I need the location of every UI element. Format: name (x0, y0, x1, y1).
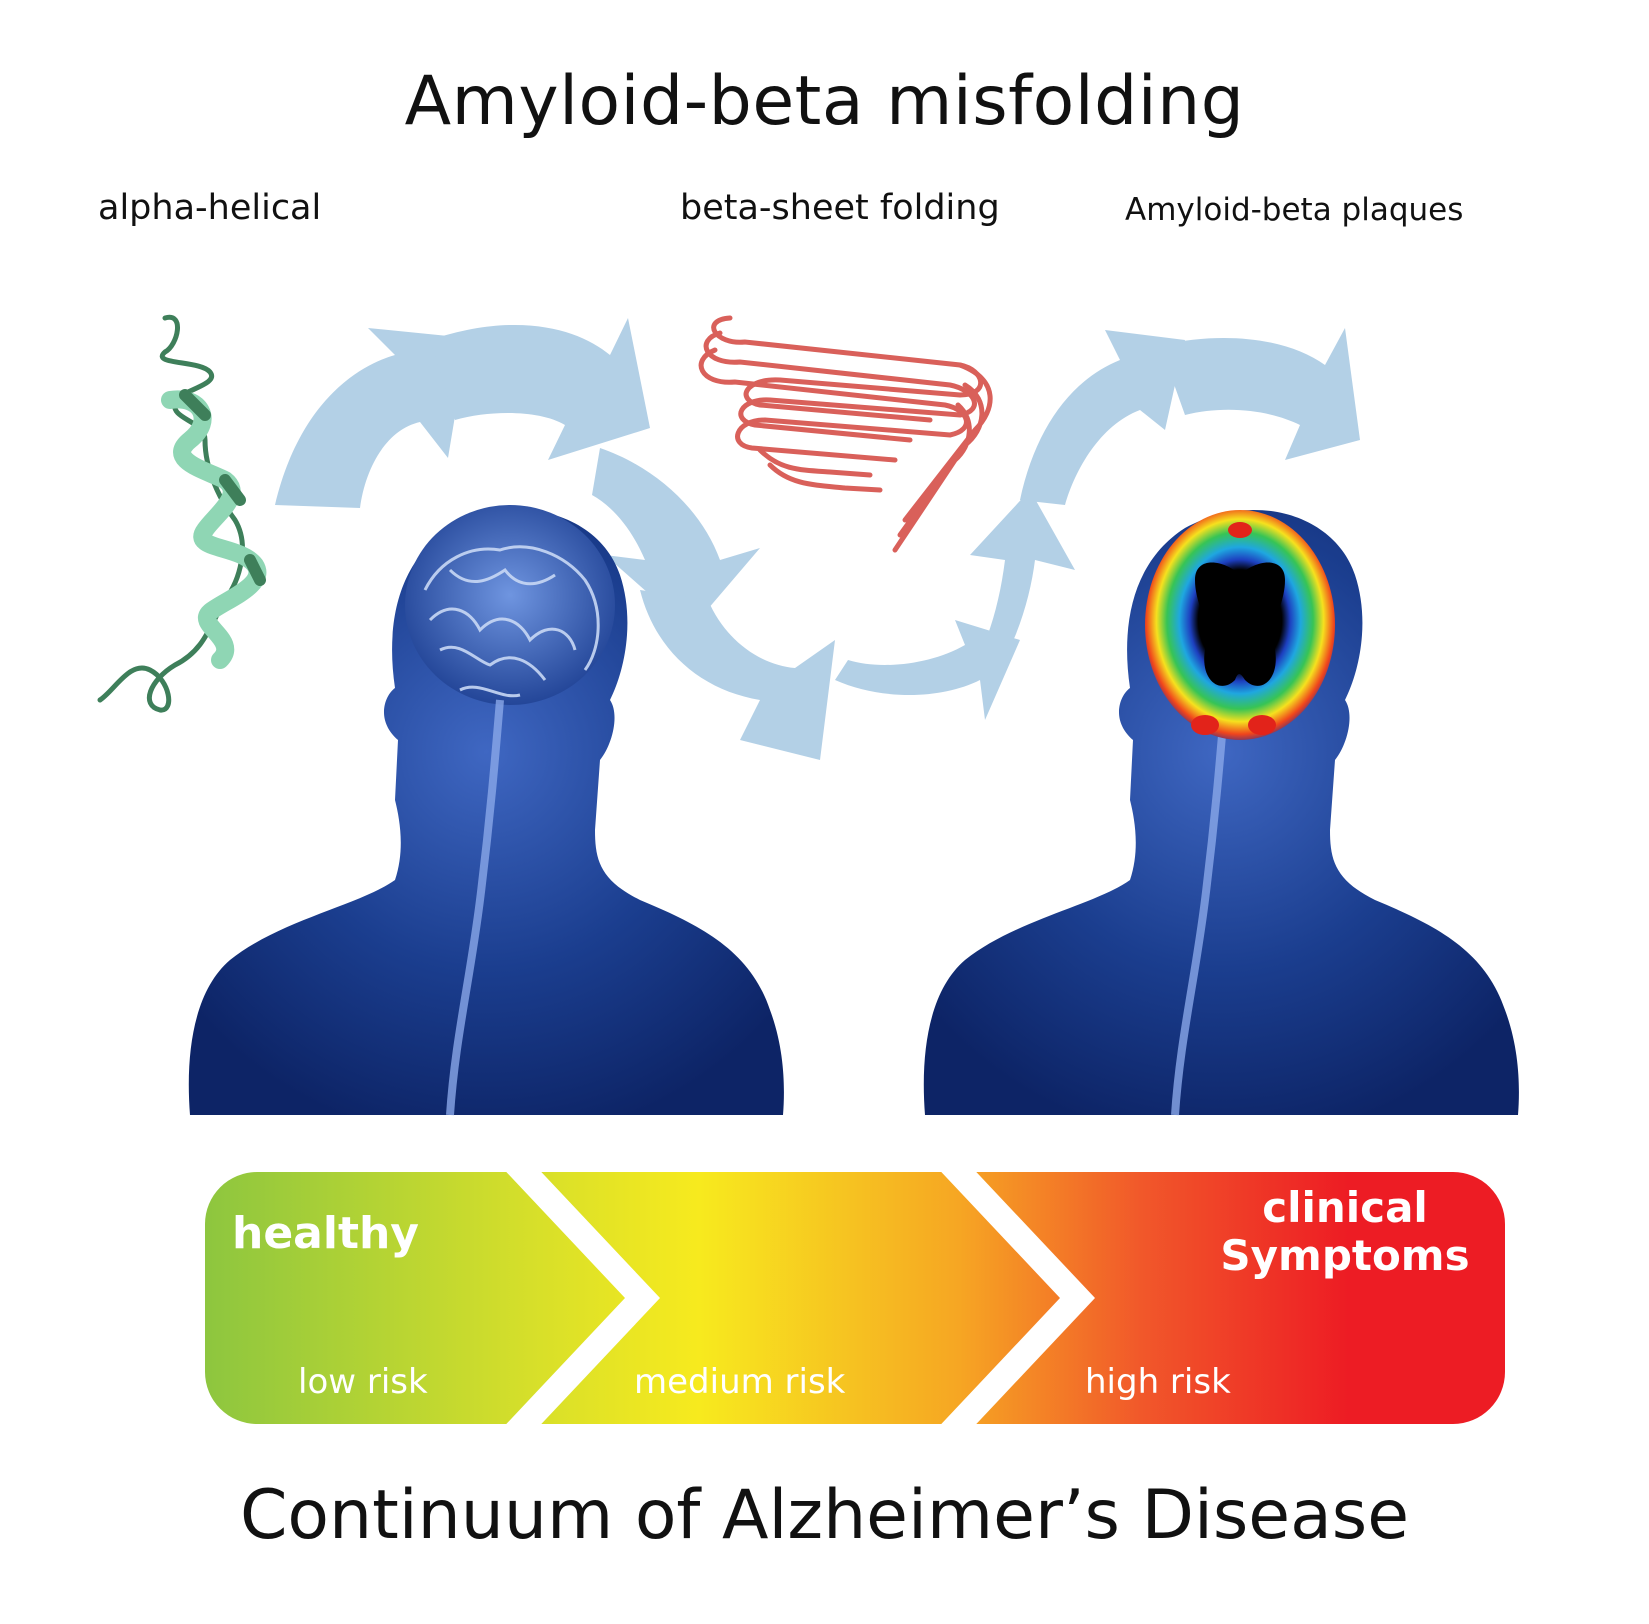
healthy-head-icon (188, 505, 784, 1116)
cycle-arrow-icon (275, 318, 1360, 760)
plaques-label: Amyloid-beta plaques (1125, 192, 1464, 228)
medium-risk-label: medium risk (634, 1362, 846, 1402)
low-risk-label: low risk (298, 1362, 428, 1402)
footer-title: Continuum of Alzheimer’s Disease (239, 1476, 1410, 1555)
pet-scan-icon (1145, 510, 1335, 740)
page-title: Amyloid-beta misfolding (404, 62, 1245, 141)
alpha-helix-icon (97, 314, 267, 713)
healthy-label: healthy (232, 1208, 419, 1259)
beta-sheet-label: beta-sheet folding (680, 188, 1000, 228)
plaque-head-icon (923, 509, 1519, 1116)
clinical-symptoms-label: clinical Symptoms (1220, 1183, 1470, 1280)
continuum-bar (205, 1172, 1505, 1424)
high-risk-label: high risk (1085, 1362, 1231, 1402)
beta-sheet-icon (698, 315, 993, 553)
alpha-helical-label: alpha-helical (98, 188, 322, 228)
